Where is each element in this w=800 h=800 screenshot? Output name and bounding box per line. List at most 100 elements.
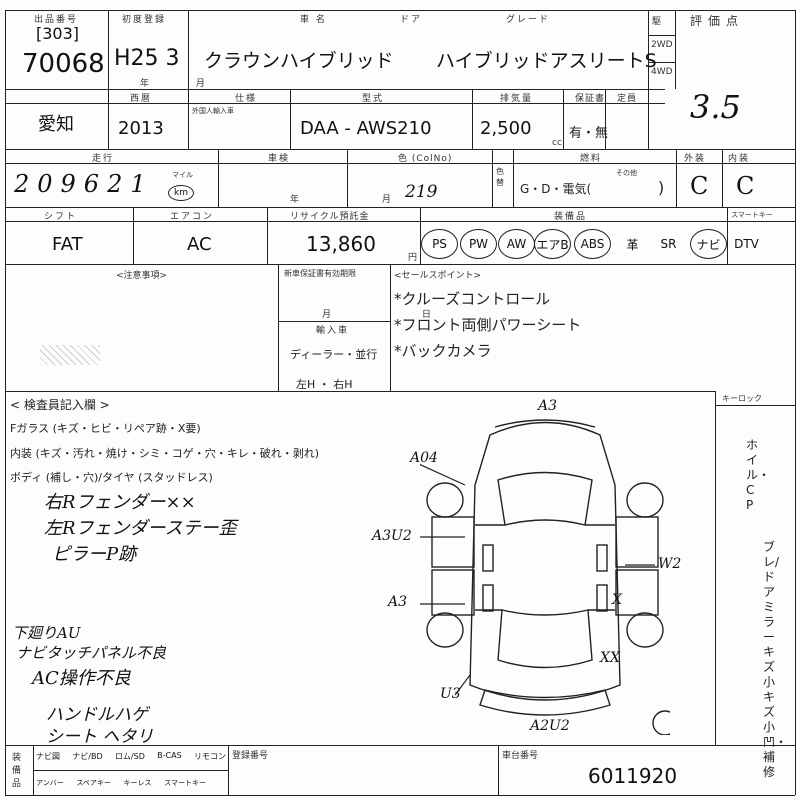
rule bbox=[795, 10, 796, 795]
year-caption: 西暦 bbox=[130, 94, 153, 104]
lot-caption: 出品番号 bbox=[34, 15, 79, 25]
cert-caption: 保証書 bbox=[575, 94, 606, 104]
footer-item: アンバー bbox=[36, 779, 64, 787]
sales-point-2: *フロント両側パワーシート bbox=[394, 316, 582, 334]
keylock-caption: キーロック bbox=[722, 394, 762, 403]
fuel-value: G・D・電気( bbox=[520, 182, 592, 196]
hand-note-8: シート ヘタリ bbox=[46, 727, 154, 747]
recycle-value: 13,860 bbox=[306, 232, 376, 256]
hand-note-7: ハンドルハゲ bbox=[46, 705, 148, 725]
blurred-notes bbox=[40, 345, 100, 365]
warranty-sub: 月 日 bbox=[322, 310, 475, 320]
equipment-item: PS bbox=[421, 229, 458, 259]
rule bbox=[498, 745, 499, 795]
color-caption: 色 (ColNo) bbox=[398, 154, 453, 164]
key-caption: スマートキー bbox=[731, 211, 773, 219]
footer-item: ナビ図 bbox=[36, 752, 60, 761]
equipment-item: ナビ bbox=[690, 229, 727, 259]
model-caption: 車 名 bbox=[300, 15, 327, 25]
mileage-value: 209621 bbox=[14, 170, 154, 198]
notes-caption: <注意事項> bbox=[116, 271, 168, 281]
ac-caption: エアコン bbox=[170, 212, 215, 222]
side-vertical-bottom: ブレ/ドアミラーキズ 小キズ小凹・補修 bbox=[763, 540, 788, 779]
model-year: 2013 bbox=[118, 118, 164, 139]
damage-mark-right-fender-xx: XX bbox=[600, 650, 620, 666]
rule bbox=[5, 745, 795, 746]
cert-value: 有・無 bbox=[569, 126, 609, 141]
door-caption: ドア bbox=[400, 15, 423, 25]
rule bbox=[472, 89, 473, 149]
fuel-other: その他 bbox=[616, 169, 637, 177]
shift-caption: シフト bbox=[44, 212, 78, 222]
equipment-item: DTV bbox=[734, 237, 759, 251]
equipment-item: SR bbox=[660, 237, 677, 251]
lot-number: 70068 bbox=[22, 49, 105, 79]
hand-note-5: ナビタッチパネル不良 bbox=[16, 644, 167, 662]
intake-caption: 輸入車 bbox=[316, 326, 350, 336]
rule bbox=[727, 207, 728, 264]
damage-mark-front-left: A04 bbox=[410, 450, 438, 466]
side-vertical-top: ホイル・C P bbox=[746, 438, 771, 512]
rule bbox=[133, 207, 134, 264]
inspection-sub: 年 月 bbox=[290, 195, 431, 205]
rule bbox=[5, 221, 795, 222]
warranty-caption: 新車保証書有効期限 bbox=[284, 269, 356, 278]
type-value: DAA - AWS210 bbox=[300, 118, 432, 139]
reg-caption: 登録番号 bbox=[232, 751, 269, 761]
rule bbox=[5, 103, 665, 104]
int-grade: C bbox=[736, 172, 755, 200]
inspection-caption: 車検 bbox=[268, 154, 291, 164]
footer-item: キーレス bbox=[123, 779, 152, 787]
fuel-close: ) bbox=[658, 178, 665, 197]
hand-note-1: 右Rフェンダー×× bbox=[44, 492, 196, 513]
rule bbox=[278, 264, 279, 391]
rule bbox=[290, 89, 291, 149]
footer-item: B-CAS bbox=[157, 751, 182, 760]
ext-grade: C bbox=[690, 172, 709, 200]
rule bbox=[420, 207, 421, 264]
equipment-item: 革 bbox=[626, 237, 639, 252]
inspector-line-interior: 内装 (キズ・汚れ・焼け・シミ・コゲ・穴・キレ・破れ・剥れ) bbox=[10, 447, 320, 460]
rule bbox=[676, 149, 677, 207]
equipment-item: AW bbox=[498, 229, 535, 259]
type-caption: 型式 bbox=[362, 94, 385, 104]
damage-mark-rear: A2U2 bbox=[530, 718, 570, 734]
rule bbox=[715, 405, 795, 406]
footer-item: ナビ/BD bbox=[72, 752, 103, 761]
inspector-line-body: ボディ (補し・穴)/タイヤ (スタッドレス) bbox=[10, 471, 213, 484]
damage-mark-right-door: W2 bbox=[658, 556, 682, 572]
rule bbox=[228, 745, 229, 795]
car-damage-diagram bbox=[420, 419, 670, 735]
rule bbox=[722, 149, 723, 207]
rule bbox=[5, 89, 665, 90]
damage-mark-left-rear-door: A3 bbox=[388, 594, 408, 610]
ac-value: AC bbox=[187, 234, 212, 255]
first-reg-caption: 初度登録 bbox=[122, 15, 167, 25]
int-caption: 内装 bbox=[728, 154, 751, 164]
recycle-caption: リサイクル預託金 bbox=[290, 212, 370, 222]
rule bbox=[390, 264, 391, 391]
rule bbox=[675, 10, 676, 89]
equip-caption: 装備品 bbox=[554, 212, 588, 222]
color-value: 219 bbox=[405, 182, 438, 202]
inspector-caption: < 検査員記入欄 > bbox=[10, 398, 110, 412]
drive-4wd: 4WD bbox=[651, 67, 673, 77]
equipment-item: PW bbox=[460, 229, 497, 259]
grade-name: ハイブリッドアスリートS bbox=[436, 50, 657, 72]
sales-caption: <セールスポイント> bbox=[394, 271, 482, 281]
lot-code: [303] bbox=[36, 24, 80, 43]
grade-caption: グレード bbox=[506, 15, 551, 25]
hand-note-6: AC操作不良 bbox=[32, 668, 131, 689]
rule bbox=[5, 10, 795, 11]
rule bbox=[5, 149, 795, 150]
rule bbox=[218, 149, 219, 207]
first-reg: H25 3 bbox=[114, 46, 180, 71]
hand-note-3: ピラーP跡 bbox=[52, 544, 137, 565]
first-reg-sub: 年 月 bbox=[140, 79, 227, 89]
chassis-number: 6011920 bbox=[588, 764, 678, 788]
hand-note-2: 左Rフェンダーステー歪 bbox=[44, 518, 237, 539]
hand-note-4: 下廻りAU bbox=[12, 624, 81, 642]
color-change: 色替 bbox=[496, 167, 504, 187]
rule bbox=[5, 10, 6, 795]
